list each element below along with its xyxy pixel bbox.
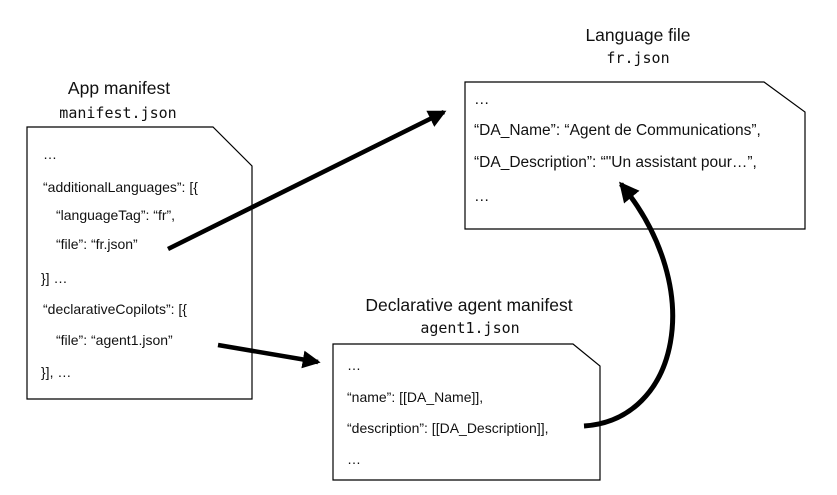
language-file-title: Language file [585,25,691,45]
language-file-code-line: … [474,91,490,108]
app-manifest-code-line: … [43,146,57,162]
agent-manifest-filename: agent1.json [420,319,520,337]
app-manifest-code-line: “declarativeCopilots”: [{ [43,301,187,317]
app-manifest-title: App manifest [67,78,171,98]
app-manifest-filename: manifest.json [59,104,177,122]
app-manifest-box [26,126,253,400]
app-manifest-code-line: “additionalLanguages”: [{ [43,179,198,195]
agent-manifest-box [332,343,601,481]
app-manifest-code-line: “file”: “agent1.json” [56,332,173,348]
agent-manifest-code-line: … [347,357,361,373]
app-manifest-code-line: }] … [41,270,68,286]
arrow-description-to-da-description [583,181,676,429]
arrow-frjson-to-language-file [166,109,447,252]
language-file-code-line: “DA_Description”: “"Un assistant pour…”, [474,154,757,171]
language-file-code-line: “DA_Name”: “Agent de Communications”, [474,122,761,139]
arrow-agentjson-to-agent-manifest [217,342,321,369]
agent-manifest-title: Declarative agent manifest [365,295,573,315]
language-file-box [464,81,806,230]
language-file-filename: fr.json [606,49,670,67]
agent-manifest-code-line: “name”: [[DA_Name]], [347,389,484,405]
app-manifest-code-line: “languageTag”: “fr”, [56,207,176,223]
agent-manifest-code-line: … [347,451,361,467]
language-file-code-line: … [474,188,490,205]
app-manifest-code-line: }], … [41,364,72,380]
app-manifest-code-line: “file”: “fr.json” [56,236,138,252]
agent-manifest-code-line: “description”: [[DA_Description]], [347,420,549,436]
